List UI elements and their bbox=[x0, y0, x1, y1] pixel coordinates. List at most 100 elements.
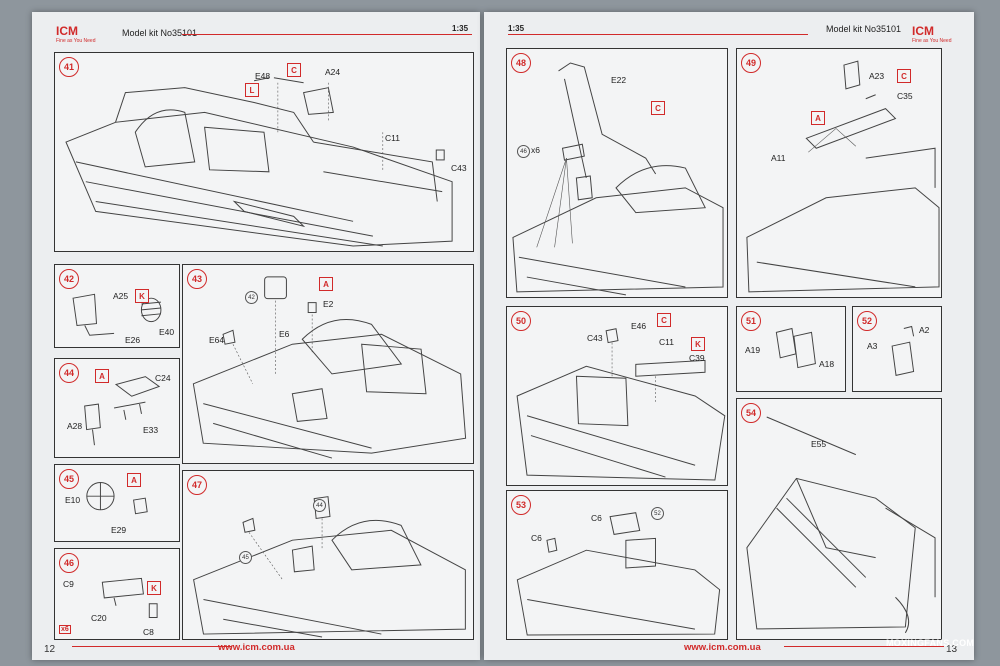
part-label: A23 bbox=[869, 71, 885, 81]
paint-tag: C bbox=[897, 69, 911, 83]
step-number: 46 bbox=[59, 553, 79, 573]
part-label: C24 bbox=[155, 373, 171, 383]
paint-tag: A bbox=[127, 473, 141, 487]
footer-rule-right bbox=[784, 646, 944, 647]
part-label: A3 bbox=[867, 341, 878, 351]
step-number: 42 bbox=[59, 269, 79, 289]
step-51-drawing bbox=[775, 327, 816, 369]
step-49-drawing bbox=[746, 60, 940, 293]
step-41-panel: 41 E48 A24 C11 C43 C L bbox=[54, 52, 474, 252]
part-label: E64 bbox=[209, 335, 225, 345]
step-number: 54 bbox=[741, 403, 761, 423]
step-48-drawing bbox=[512, 62, 724, 296]
step-number: 44 bbox=[59, 363, 79, 383]
step-number: 43 bbox=[187, 269, 207, 289]
step-52-drawing bbox=[891, 325, 915, 376]
paint-tag: C bbox=[651, 101, 665, 115]
step-47-drawing bbox=[193, 496, 466, 638]
step-44-panel: 44 C24 A28 E33 A bbox=[54, 358, 180, 458]
header-rule-right bbox=[508, 34, 808, 35]
part-label: E10 bbox=[65, 495, 81, 505]
part-label: C8 bbox=[143, 627, 154, 637]
step-reference: 44 bbox=[313, 499, 326, 512]
step-52-panel: 52 A2 A3 bbox=[852, 306, 942, 392]
website-right: www.icm.com.ua bbox=[684, 642, 761, 653]
part-label: A2 bbox=[919, 325, 930, 335]
step-50-panel: 50 C43 E46 C11 C39 C K bbox=[506, 306, 728, 486]
part-label: A18 bbox=[819, 359, 835, 369]
step-reference: 42 bbox=[245, 291, 258, 304]
step-46-panel: 46 C9 C20 C8 K x6 bbox=[54, 548, 180, 640]
part-label: A19 bbox=[745, 345, 761, 355]
part-label: A25 bbox=[113, 291, 129, 301]
part-label: C6 bbox=[531, 533, 542, 543]
multiplier-badge: x6 bbox=[59, 625, 71, 634]
part-label: E29 bbox=[111, 525, 127, 535]
step-reference: 45 bbox=[239, 551, 252, 564]
footer-rule-left bbox=[72, 646, 232, 647]
paint-tag: C bbox=[287, 63, 301, 77]
step-42-drawing bbox=[72, 293, 162, 336]
step-47-panel: 47 44 45 bbox=[182, 470, 474, 640]
website-left: www.icm.com.ua bbox=[218, 642, 295, 653]
paint-tag: K bbox=[135, 289, 149, 303]
step-number: 48 bbox=[511, 53, 531, 73]
watermark: MOXINGFANS.COM bbox=[886, 638, 975, 648]
step-number: 47 bbox=[187, 475, 207, 495]
step-48-panel: 48 E22 C 46 x6 bbox=[506, 48, 728, 298]
part-label: C39 bbox=[689, 353, 705, 363]
part-label: C6 bbox=[591, 513, 602, 523]
paint-tag: A bbox=[811, 111, 825, 125]
part-label: E2 bbox=[323, 299, 334, 309]
step-53-panel: 53 C6 C6 52 bbox=[506, 490, 728, 640]
multiplier: x6 bbox=[531, 145, 540, 155]
part-label: E6 bbox=[279, 329, 290, 339]
part-label: C43 bbox=[451, 163, 467, 173]
step-45-panel: 45 E10 E29 A bbox=[54, 464, 180, 542]
kit-number-left: Model kit No35101 bbox=[122, 28, 198, 38]
step-45-drawing bbox=[86, 482, 148, 515]
paint-tag: A bbox=[95, 369, 109, 383]
step-54-panel: 54 E55 bbox=[736, 398, 942, 640]
step-43-drawing bbox=[192, 276, 467, 459]
part-label: C11 bbox=[385, 133, 400, 143]
step-number: 41 bbox=[59, 57, 79, 77]
step-number: 53 bbox=[511, 495, 531, 515]
step-49-panel: 49 A23 C35 A11 C A bbox=[736, 48, 942, 298]
scale-right: 1:35 bbox=[508, 24, 525, 33]
part-label: E40 bbox=[159, 327, 175, 337]
step-51-panel: 51 A19 A18 bbox=[736, 306, 846, 392]
step-50-drawing bbox=[516, 328, 726, 481]
step-number: 45 bbox=[59, 469, 79, 489]
step-54-drawing bbox=[746, 416, 936, 634]
step-number: 52 bbox=[857, 311, 877, 331]
scale-left: 1:35 bbox=[452, 24, 469, 33]
part-label: C20 bbox=[91, 613, 107, 623]
step-number: 49 bbox=[741, 53, 761, 73]
step-43-panel: 43 42 E2 E64 E6 A bbox=[182, 264, 474, 464]
part-label: E22 bbox=[611, 75, 627, 85]
part-label: A11 bbox=[771, 153, 786, 163]
kit-number-right: Model kit No35101 bbox=[826, 24, 902, 34]
step-reference: 52 bbox=[651, 507, 664, 520]
part-label: E46 bbox=[631, 321, 647, 331]
part-label: C43 bbox=[587, 333, 603, 343]
step-42-panel: 42 A25 E26 E40 K bbox=[54, 264, 180, 348]
part-label: A24 bbox=[325, 67, 341, 77]
paint-tag: L bbox=[245, 83, 259, 97]
step-reference: 46 bbox=[517, 145, 530, 158]
part-label: E26 bbox=[125, 335, 141, 345]
step-44-drawing bbox=[84, 376, 161, 446]
page-number-left: 12 bbox=[44, 644, 56, 655]
part-label: E33 bbox=[143, 425, 159, 435]
paint-tag: A bbox=[319, 277, 333, 291]
step-number: 50 bbox=[511, 311, 531, 331]
paint-tag: C bbox=[657, 313, 671, 327]
part-label: C11 bbox=[659, 337, 674, 347]
step-46-drawing bbox=[101, 577, 158, 618]
paint-tag: K bbox=[691, 337, 705, 351]
